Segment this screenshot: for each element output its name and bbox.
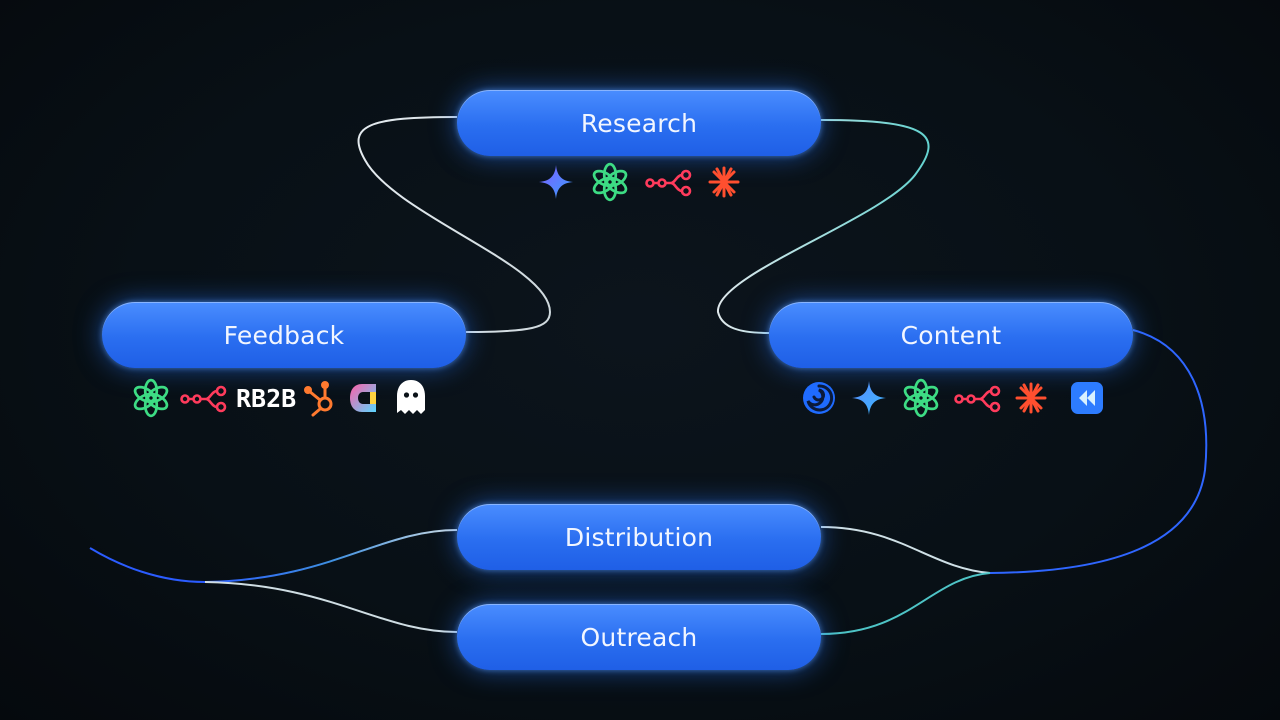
- openai-icon: [592, 162, 628, 202]
- asterisk-icon: [708, 166, 740, 198]
- feedback-node[interactable]: Feedback: [102, 302, 466, 368]
- connector-left-in: [89, 547, 206, 583]
- research-tools: [537, 161, 741, 203]
- connector-research-content: [716, 119, 930, 334]
- connector-research-feedback: [357, 116, 552, 333]
- research-node[interactable]: Research: [457, 90, 821, 156]
- content-tools: [800, 377, 1106, 419]
- connector-content-out: [989, 329, 1208, 574]
- ghost-icon: [397, 380, 426, 414]
- distribution-node[interactable]: Distribution: [457, 504, 821, 570]
- workflow-icon: [645, 169, 692, 197]
- hubspot-icon: [304, 381, 333, 417]
- magnet-icon: [350, 384, 377, 412]
- connector-distribution-left: [204, 529, 458, 583]
- outreach-node[interactable]: Outreach: [457, 604, 821, 670]
- connector-distribution-right: [820, 526, 991, 574]
- content-node[interactable]: Content: [769, 302, 1133, 368]
- asterisk-icon: [1015, 382, 1047, 414]
- connector-outreach-left: [204, 581, 458, 633]
- rb2b-logo: RB2B: [236, 383, 297, 413]
- workflow-icon: [180, 385, 227, 413]
- openai-icon: [133, 378, 169, 418]
- feedback-tools: RB2B: [130, 377, 432, 419]
- swirl-icon: [803, 382, 835, 414]
- connector-outreach-right: [820, 572, 991, 635]
- sparkle-icon: [852, 381, 886, 415]
- sparkle-icon: [539, 165, 573, 199]
- rewind-icon: [1071, 382, 1103, 414]
- openai-icon: [903, 378, 939, 418]
- workflow-icon: [954, 385, 1001, 413]
